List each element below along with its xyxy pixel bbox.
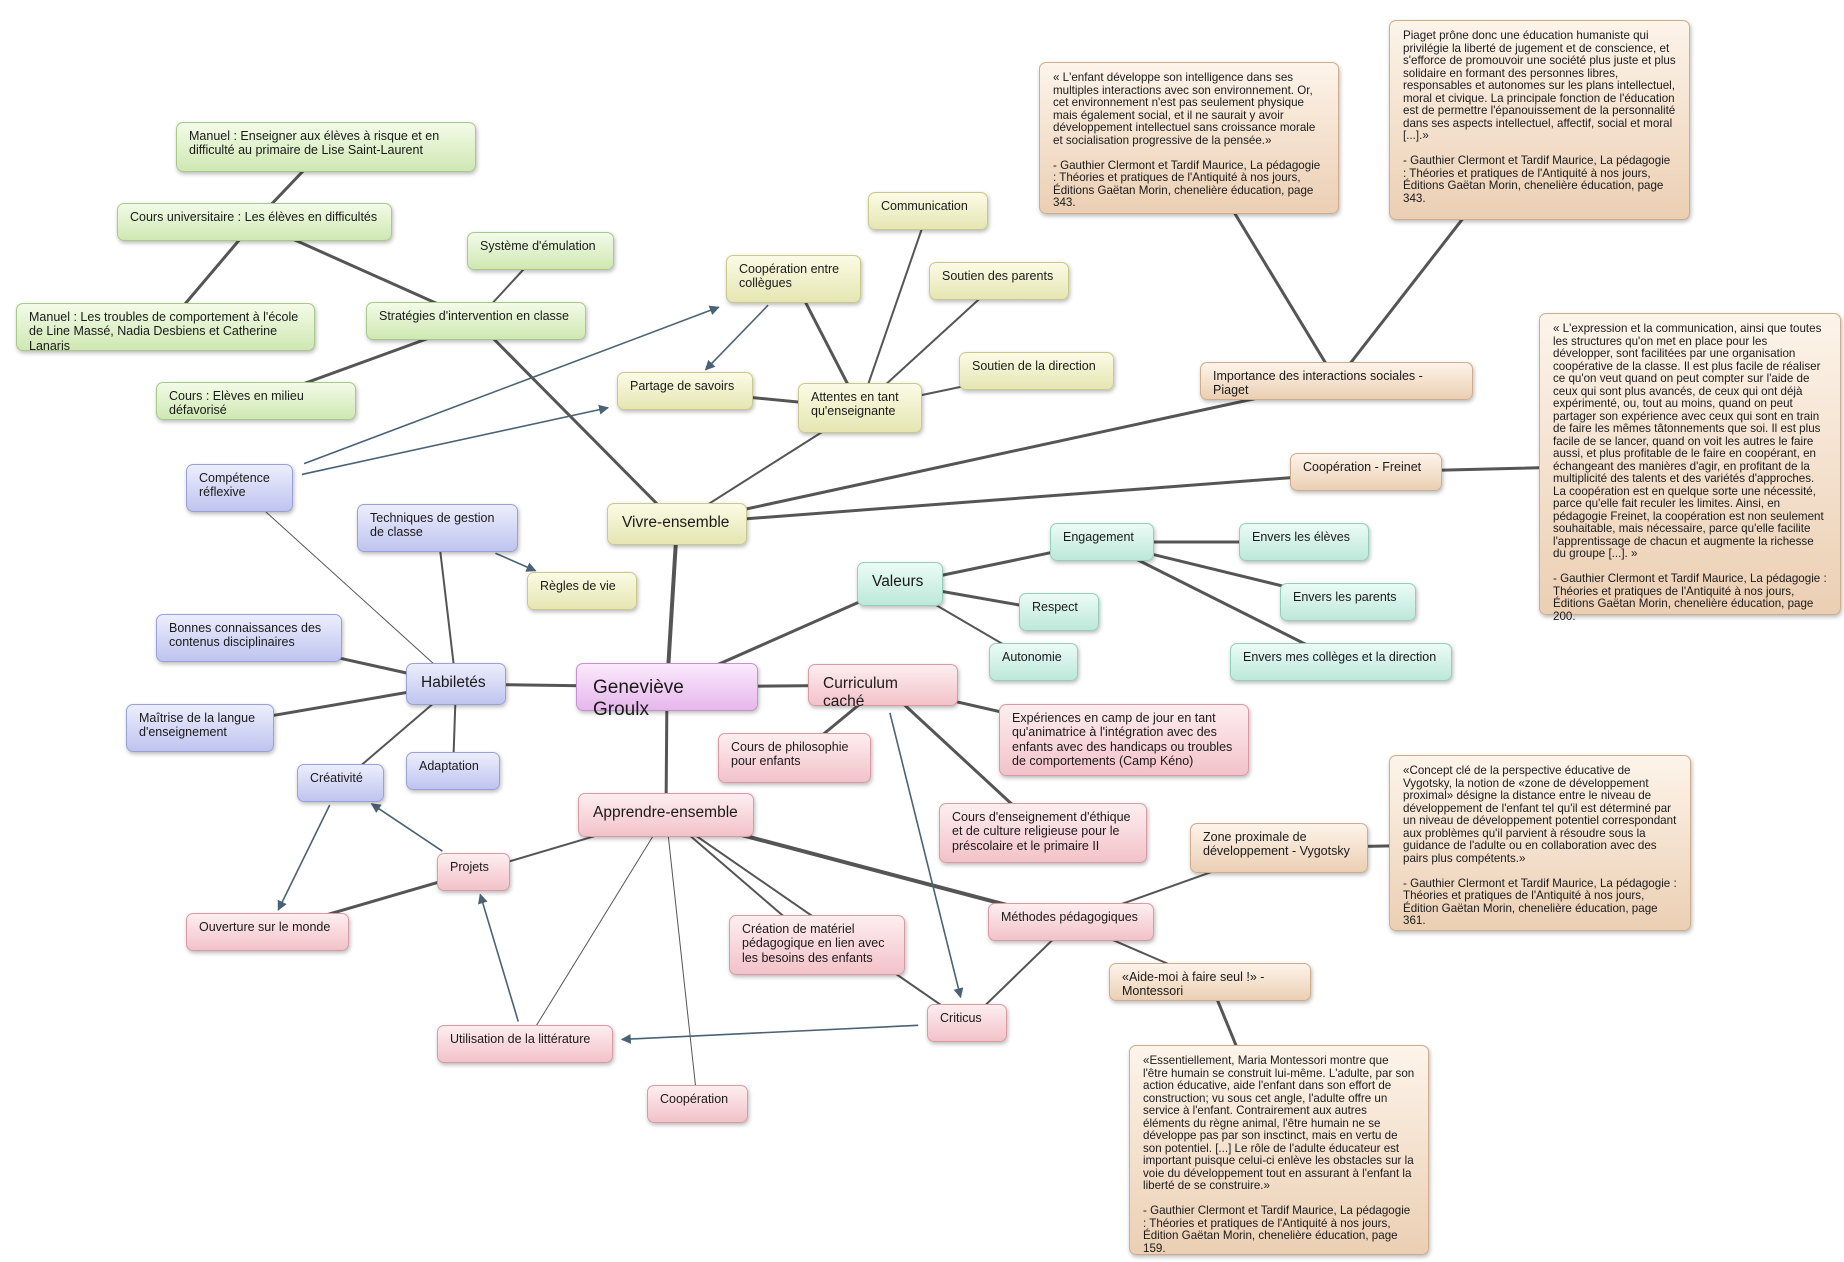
creativite-node[interactable]: Créativité	[297, 764, 384, 802]
apprendre-ensemble-node[interactable]: Apprendre-ensemble	[578, 793, 754, 837]
partage-savoirs-node[interactable]: Partage de savoirs	[617, 372, 753, 410]
arrow-coop-coll-partage	[704, 304, 769, 371]
utilisation-litterature-node[interactable]: Utilisation de la littérature	[437, 1025, 613, 1063]
attentes-enseignante-node[interactable]: Attentes en tant qu'enseignante	[798, 383, 922, 433]
piaget-node[interactable]: Importance des interactions sociales - P…	[1200, 362, 1473, 400]
cours-universitaire-node[interactable]: Cours universitaire : Les élèves en diff…	[117, 203, 392, 241]
soutien-parents-node[interactable]: Soutien des parents	[929, 262, 1069, 300]
arrow-projets-creativite	[370, 803, 443, 852]
arrow-curriculum-criticus	[889, 712, 964, 999]
envers-parents-node[interactable]: Envers les parents	[1280, 583, 1416, 621]
cooperation-collegues-node[interactable]: Coopération entre collègues	[726, 255, 861, 303]
systeme-emulation-node[interactable]: Système d'émulation	[467, 232, 614, 270]
arrow-competence-partage	[301, 404, 610, 476]
vivre-ensemble-node[interactable]: Vivre-ensemble	[607, 503, 747, 545]
vygotsky-node[interactable]: Zone proximale de développement - Vygots…	[1190, 823, 1368, 873]
connector-vivre-strategies	[474, 319, 679, 526]
connector-root-vivre	[665, 522, 679, 689]
experiences-camp-node[interactable]: Expériences en camp de jour en tant qu'a…	[999, 704, 1249, 776]
envers-collegues-node[interactable]: Envers mes collèges et la direction	[1230, 643, 1452, 681]
freinet-node[interactable]: Coopération - Freinet	[1290, 453, 1442, 491]
techniques-gestion-node[interactable]: Techniques de gestion de classe	[357, 504, 518, 552]
envers-eleves-node[interactable]: Envers les élèves	[1239, 523, 1369, 561]
criticus-node[interactable]: Criticus	[927, 1004, 1007, 1042]
root-node[interactable]: Geneviève Groulx	[576, 663, 758, 720]
quote-montessori[interactable]: «Essentiellement, Maria Montessori montr…	[1129, 1045, 1429, 1255]
cours-philosophie-node[interactable]: Cours de philosophie pour enfants	[718, 733, 871, 783]
arrow-criticus-litterature	[620, 1024, 919, 1044]
connector-apprendre-cooperation	[665, 814, 698, 1105]
adaptation-node[interactable]: Adaptation	[406, 752, 500, 790]
maitrise-langue-node[interactable]: Maîtrise de la langue d'enseignement	[126, 704, 274, 752]
arrow-creativite-ouverture	[277, 804, 331, 911]
connector-vivre-piaget	[675, 379, 1338, 526]
manuel-troubles-node[interactable]: Manuel : Les troubles de comportement à …	[16, 303, 315, 353]
quote-piaget-1[interactable]: « L'enfant développe son intelligence da…	[1039, 62, 1339, 214]
connector-apprendre-litterature	[524, 814, 667, 1045]
autonomie-node[interactable]: Autonomie	[989, 643, 1078, 681]
habiletes-node[interactable]: Habiletés	[406, 663, 506, 705]
regles-de-vie-node[interactable]: Règles de vie	[527, 572, 637, 610]
cooperation-node[interactable]: Coopération	[647, 1085, 748, 1123]
competence-reflexive-node[interactable]: Compétence réflexive	[186, 464, 293, 512]
connector-vivre-freinet	[675, 470, 1368, 526]
quote-vygotsky[interactable]: «Concept clé de la perspective éducative…	[1389, 755, 1691, 931]
connector-habiletes-competence	[239, 487, 457, 685]
soutien-direction-node[interactable]: Soutien de la direction	[959, 352, 1114, 390]
communication-node[interactable]: Communication	[868, 192, 988, 230]
arrow-litterature-projets	[478, 893, 520, 1022]
montessori-node[interactable]: «Aide-moi à faire seul !» - Montessori	[1109, 963, 1311, 1001]
cours-milieu-defavorise-node[interactable]: Cours : Elèves en milieu défavorisé	[156, 382, 356, 420]
arrow-competence-coop-coll	[303, 305, 720, 465]
projets-node[interactable]: Projets	[437, 853, 510, 891]
ouverture-monde-node[interactable]: Ouverture sur le monde	[186, 913, 349, 951]
curriculum-cache-node[interactable]: Curriculum caché	[808, 664, 958, 710]
manuel-risque-node[interactable]: Manuel : Enseigner aux élèves à risque e…	[176, 122, 476, 172]
quote-piaget-2[interactable]: Piaget prône donc une éducation humanist…	[1389, 20, 1690, 220]
valeurs-node[interactable]: Valeurs	[857, 562, 943, 606]
respect-node[interactable]: Respect	[1019, 593, 1099, 631]
connector-habiletes-techniques	[436, 527, 457, 685]
quote-freinet[interactable]: « L'expression et la communication, ains…	[1539, 313, 1841, 623]
connector-attentes-communication	[859, 210, 929, 409]
methodes-pedagogiques-node[interactable]: Méthodes pédagogiques	[988, 903, 1154, 941]
cours-ethique-node[interactable]: Cours d'enseignement d'éthique et de cul…	[939, 803, 1147, 863]
arrow-techniques-regles	[495, 552, 537, 572]
strategies-intervention-node[interactable]: Stratégies d'intervention en classe	[366, 302, 586, 340]
creation-materiel-node[interactable]: Création de matériel pédagogique en lien…	[729, 915, 905, 975]
connector-engagement-envers-collegues	[1100, 540, 1343, 664]
engagement-node[interactable]: Engagement	[1050, 523, 1154, 561]
bonnes-connaissances-node[interactable]: Bonnes connaissances des contenus discip…	[156, 614, 342, 662]
